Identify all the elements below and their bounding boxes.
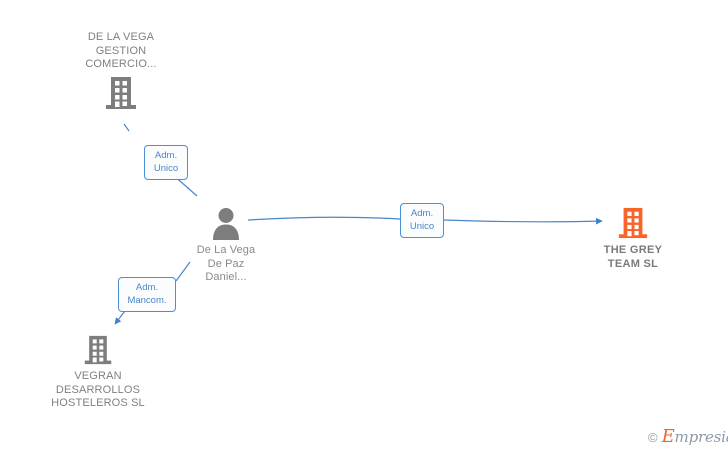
copyright-icon: © (648, 429, 658, 445)
node-vegran-desarrollos-hosteleros[interactable]: VEGRAN DESARROLLOS HOSTELEROS SL (28, 334, 168, 411)
edge-label-adm-mancom-vegran[interactable]: Adm. Mancom. (118, 277, 176, 312)
building-icon-highlighted (617, 206, 649, 240)
node-label-vegran: VEGRAN DESARROLLOS HOSTELEROS SL (51, 370, 145, 409)
empresia-watermark: © Empresia (648, 428, 728, 446)
node-label-de-la-vega-gestion: DE LA VEGA GESTION COMERCIO... (85, 31, 157, 70)
brand-name: Empresia (662, 428, 728, 446)
node-de-la-vega-gestion[interactable]: DE LA VEGA GESTION COMERCIO... (73, 31, 169, 111)
node-person-de-la-vega-de-paz-daniel[interactable]: De La Vega De Paz Daniel... (163, 206, 289, 285)
node-label-person: De La Vega De Paz Daniel... (196, 244, 256, 283)
edge-label-adm-unico-grey-team[interactable]: Adm. Unico (400, 203, 444, 238)
edge-label-adm-unico-gestion[interactable]: Adm. Unico (144, 145, 188, 180)
building-icon (104, 75, 138, 111)
person-icon (210, 206, 242, 240)
brand-rest: mpresia (674, 428, 728, 446)
node-label-the-grey-team: THE GREY TEAM SL (603, 244, 663, 270)
building-icon (83, 334, 113, 366)
node-the-grey-team[interactable]: THE GREY TEAM SL (578, 206, 688, 271)
brand-initial: E (661, 426, 675, 447)
